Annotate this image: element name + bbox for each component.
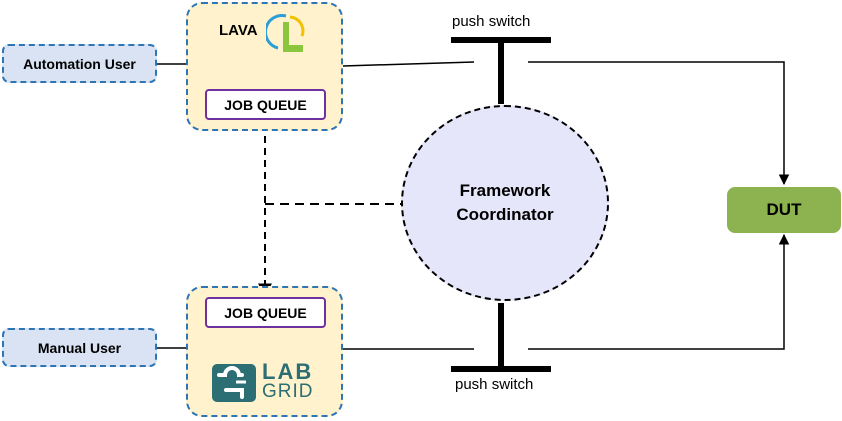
lava-job-queue-label: JOB QUEUE	[224, 96, 307, 113]
coordinator-line1: Framework	[459, 181, 551, 200]
lava-to-switch-line	[342, 61, 475, 67]
push-switch-top-label: push switch	[452, 13, 531, 30]
labgrid-wordmark-line2: GRID	[262, 381, 314, 402]
dut-box: DUT	[727, 187, 841, 233]
top-push-switch	[451, 37, 551, 104]
switch-to-dut-bottom-arrow	[528, 233, 790, 350]
coordinator-line2: Coordinator	[456, 205, 554, 224]
dut-label: DUT	[766, 200, 802, 219]
automation-user-label: Automation User	[23, 55, 136, 72]
switch-to-dut-top-arrow	[528, 61, 790, 186]
framework-coordinator: Framework Coordinator	[401, 105, 609, 301]
lava-job-queue: JOB QUEUE	[205, 89, 326, 120]
lava-logo-icon	[266, 14, 305, 52]
manual-user-label: Manual User	[37, 339, 122, 356]
automation-user-box: Automation User	[2, 44, 157, 83]
labgrid-job-queue-label: JOB QUEUE	[224, 304, 307, 321]
labgrid-wordmark: LAB GRID	[262, 359, 314, 402]
manual-user-box: Manual User	[2, 328, 157, 367]
labgrid-job-queue: JOB QUEUE	[205, 297, 326, 328]
bottom-push-switch	[451, 303, 551, 372]
lava-label: LAVA	[219, 22, 258, 39]
labgrid-wordmark-line1: LAB	[262, 359, 314, 384]
push-switch-bottom-label: push switch	[455, 376, 534, 393]
labgrid-plug-icon	[212, 364, 256, 402]
